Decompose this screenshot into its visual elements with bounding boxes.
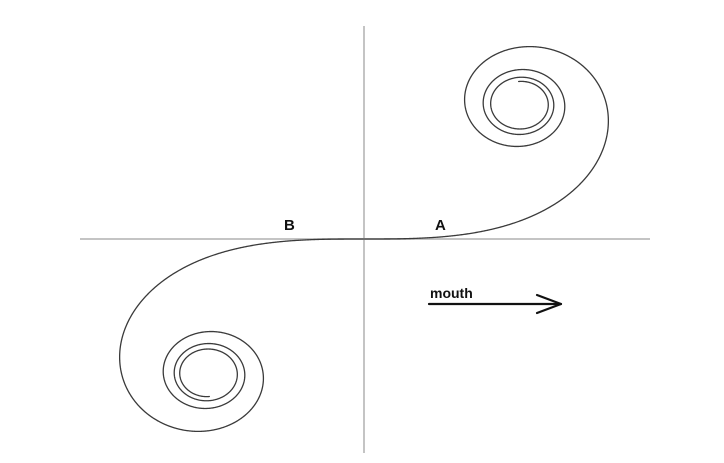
mouth-label: mouth <box>430 285 473 301</box>
label-point-b: B <box>284 217 295 234</box>
label-point-a: A <box>435 217 446 234</box>
mouth-arrow-head <box>535 293 563 315</box>
spiral-curve <box>118 45 610 433</box>
